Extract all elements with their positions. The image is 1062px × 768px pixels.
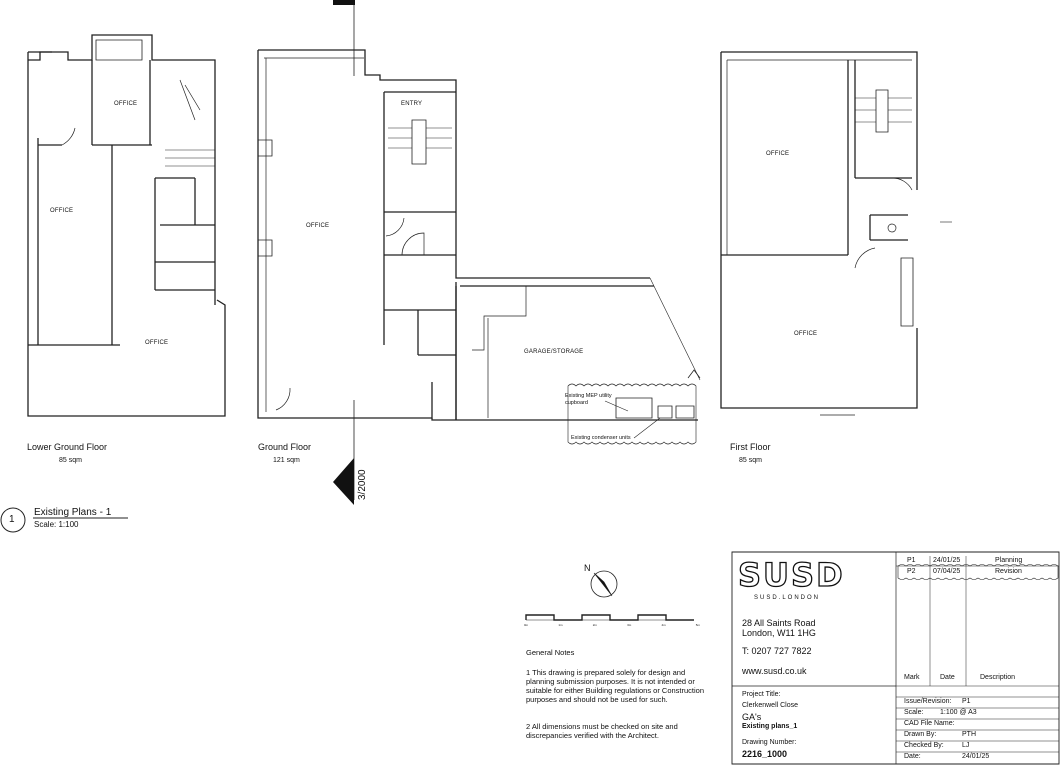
title-block-frame	[732, 552, 1059, 764]
field-label: Drawn By:	[904, 731, 937, 738]
revision-header-mark: Mark	[904, 674, 920, 681]
revision-header-date: Date	[940, 674, 955, 681]
revision-mark: P2	[907, 568, 916, 575]
revision-mark: P1	[907, 557, 916, 564]
revision-date: 24/01/25	[933, 557, 961, 564]
room-label: GARAGE/STORAGE	[524, 349, 584, 355]
field-value: 1:100 @ A3	[940, 709, 977, 716]
scale-bar	[526, 615, 694, 620]
website: www.susd.co.uk	[742, 666, 807, 676]
drawing-number: 1	[9, 514, 15, 525]
room-label: OFFICE	[306, 223, 330, 229]
field-value: PTH	[962, 731, 976, 738]
general-notes-heading: General Notes	[526, 648, 575, 657]
lower-ground-floor-plan	[28, 35, 225, 416]
project-title-label: Project Title:	[742, 691, 781, 698]
room-label: OFFICE	[794, 331, 818, 337]
condenser-annotation: Existing condenser units	[571, 435, 631, 441]
drawing-name-sub: Existing plans_1	[742, 723, 798, 730]
floor-area: 121 sqm	[273, 457, 300, 464]
field-value: P1	[962, 698, 971, 705]
scale-tick: 4m	[661, 623, 666, 627]
first-floor-plan	[721, 52, 952, 415]
revision-description: Planning	[995, 557, 1023, 564]
floor-area: 85 sqm	[739, 457, 762, 464]
project-title: Clerkenwell Close	[742, 702, 799, 709]
room-label: ENTRY	[401, 101, 423, 107]
room-label: OFFICE	[50, 208, 74, 214]
field-label: Issue/Revision:	[904, 698, 952, 705]
room-label: OFFICE	[145, 340, 169, 346]
field-label: CAD File Name:	[904, 720, 955, 727]
floor-area: 85 sqm	[59, 457, 82, 464]
field-label: Date:	[904, 753, 921, 760]
north-arrow-circle	[590, 570, 618, 598]
general-note-1: 1 This drawing is prepared solely for de…	[526, 668, 705, 704]
ground-floor-plan	[258, 0, 700, 505]
revision-header-description: Description	[980, 674, 1016, 681]
section-marker-label: 3/2000	[357, 469, 368, 500]
scale-tick: 5m	[695, 623, 700, 627]
drawing-number-label: Drawing Number:	[742, 739, 797, 746]
floor-title: First Floor	[730, 442, 771, 452]
drawing-number-value: 2216_1000	[742, 749, 788, 759]
drawing-number-circle	[0, 507, 26, 533]
room-label: OFFICE	[114, 101, 138, 107]
scale-bar-ticks: 0m 1m 2m 3m 4m 5m	[524, 623, 700, 627]
field-value: LJ	[962, 742, 970, 749]
scale-tick: 2m	[592, 623, 597, 627]
revision-description: Revision	[995, 568, 1022, 575]
field-value: 24/01/25	[962, 753, 990, 760]
field-label: Checked By:	[904, 742, 944, 749]
scale-tick: 1m	[558, 623, 563, 627]
mep-annotation: Existing MEP utility cupboard	[565, 393, 612, 406]
susd-logo-subtitle: SUSD.LONDON	[754, 595, 821, 601]
floor-title: Ground Floor	[258, 442, 312, 452]
general-note-2: 2 All dimensions must be checked on site…	[526, 722, 678, 740]
north-label: N	[584, 563, 591, 573]
section-marker-arrow	[333, 458, 354, 505]
drawing-title: Existing Plans - 1	[34, 507, 112, 518]
revision-date: 07/04/25	[933, 568, 961, 575]
room-label: OFFICE	[766, 151, 790, 157]
phone-number: T: 0207 727 7822	[742, 646, 812, 656]
field-label: Scale:	[904, 709, 924, 716]
address-line-1: 28 All Saints Road	[742, 618, 816, 628]
drawing-scale: Scale: 1:100	[34, 520, 79, 529]
susd-logo: SUSD	[737, 555, 845, 594]
scale-tick: 0m	[524, 623, 529, 627]
drawing-name: GA's	[742, 712, 762, 722]
scale-tick: 3m	[627, 623, 632, 627]
address-line-2: London, W11 1HG	[742, 628, 816, 638]
floor-title: Lower Ground Floor	[27, 442, 108, 452]
